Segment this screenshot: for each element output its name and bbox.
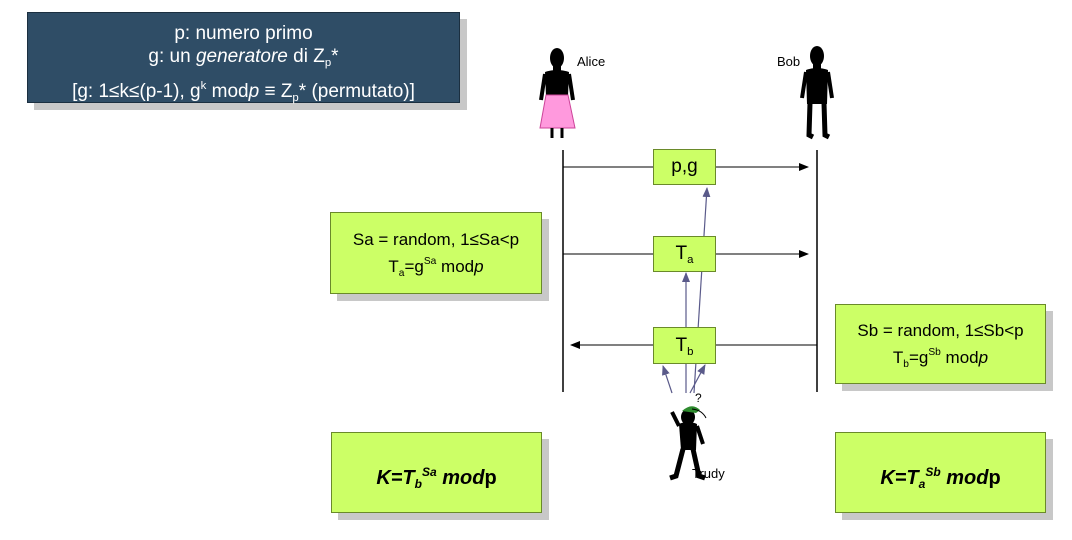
alice-secret-box: Sa = random, 1≤Sa<p Ta=gSa modp xyxy=(330,212,542,294)
bob-label: Bob xyxy=(777,54,801,69)
trudy-question-mark: ? xyxy=(695,391,702,405)
trudy-arrow-tb-2 xyxy=(689,364,706,394)
alice-label: Alice xyxy=(577,54,606,69)
trudy-arrow-tb-1 xyxy=(662,365,673,394)
message-ta: Ta xyxy=(653,236,716,272)
alice-secret-line: Sa = random, 1≤Sa<p xyxy=(352,230,520,249)
trudy-label: Trudy xyxy=(692,466,725,481)
alice-key-box: K=TbSa modp xyxy=(331,432,542,513)
bob-figure xyxy=(800,46,834,140)
header-line-2: g: un generatore di Zp* xyxy=(148,46,339,69)
bob-secret-line: Sb = random, 1≤Sb<p xyxy=(857,321,1024,340)
header-box: p: numero primo g: un generatore di Zp* … xyxy=(27,12,460,104)
alice-ta-line: Ta=gSa modp xyxy=(388,256,484,279)
message-pg: p,g xyxy=(653,149,716,185)
message-tb: Tb xyxy=(653,327,716,364)
trudy-figure xyxy=(669,406,707,481)
bob-tb-line: Tb=gSb modp xyxy=(892,347,989,370)
bob-secret-box: Sb = random, 1≤Sb<p Tb=gSb modp xyxy=(835,304,1046,384)
header-line-1: p: numero primo xyxy=(174,23,313,44)
alice-figure xyxy=(539,48,576,138)
bob-key-box: K=TaSb modp xyxy=(835,432,1046,513)
header-line-3: [g: 1≤k≤(p-1), gk modp ≡ Zp* (permutato)… xyxy=(72,80,415,104)
